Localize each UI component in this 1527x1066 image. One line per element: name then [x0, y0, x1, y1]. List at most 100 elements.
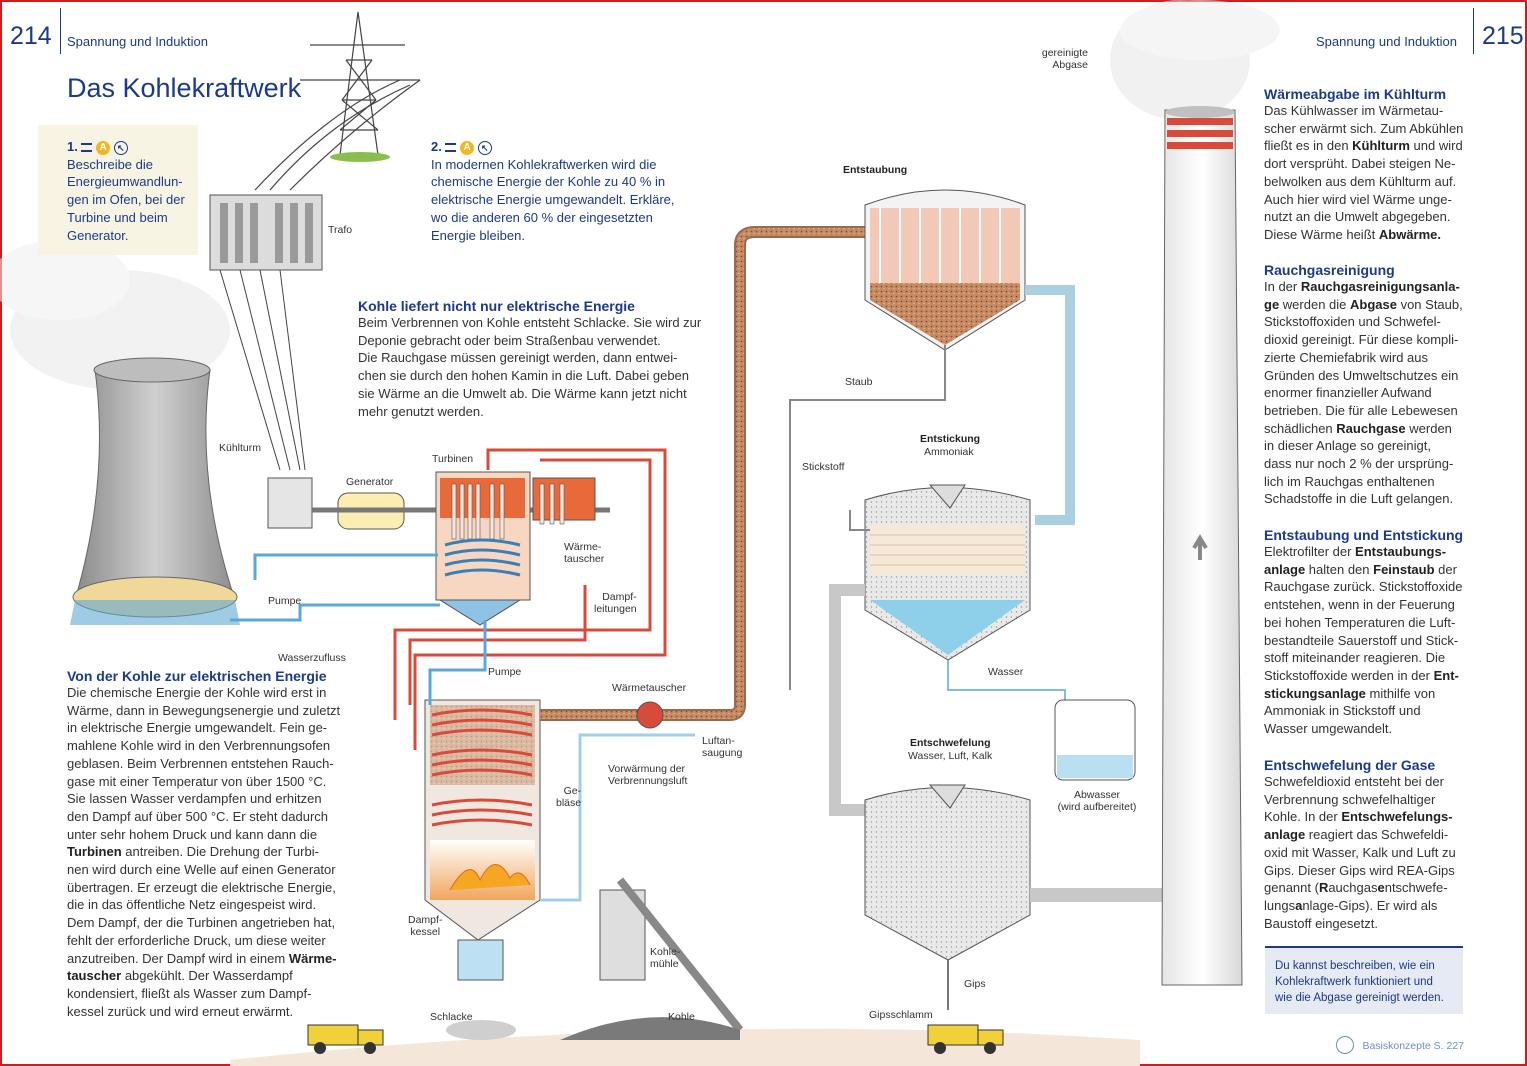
- text-line: In der Rauchgasreinigungsanla-: [1264, 279, 1460, 294]
- label-abwasser: Abwasser(wird aufbereitet): [1055, 789, 1139, 813]
- section-entstaubung-heading: Entstaubung und Entstickung: [1264, 527, 1464, 543]
- text-line: Gips. Dieser Gips wird REA-Gips: [1264, 862, 1455, 878]
- text-line: Elektrofilter der Entstaubungs-: [1264, 544, 1447, 559]
- text-line: belwolken aus dem Kühlturm auf.: [1264, 173, 1457, 189]
- label-line: Abgase: [1052, 59, 1088, 71]
- text-line: oxid mit Wasser, Kalk und Luft zu: [1264, 844, 1456, 860]
- section-energie-heading: Von der Kohle zur elektrischen Energie: [67, 668, 327, 684]
- text-line: lich im Rauchgas enthaltenen: [1264, 473, 1435, 489]
- label-luftansaugung: Luftan-saugung: [702, 735, 742, 759]
- text-line: Rauchgase zurück. Stickstoffoxide: [1264, 579, 1463, 595]
- label-pumpe-1: Pumpe: [268, 595, 302, 607]
- text-line: Die Rauchgase müssen gereinigt werden, d…: [358, 350, 678, 366]
- label-line: Dampf-: [408, 914, 443, 926]
- text-line: Wasser umgewandelt.: [1264, 721, 1393, 737]
- label-gipsschlamm: Gipsschlamm: [869, 1009, 933, 1021]
- label-line: bläse: [556, 797, 582, 809]
- label-line: Luftan-: [702, 735, 735, 747]
- text-line: sie Wärme an die Umwelt ab. Die Wärme ka…: [358, 385, 687, 401]
- label-wasserzufluss: Wasserzufluss: [278, 652, 346, 664]
- summary-line: Du kannst beschreiben, wie ein: [1275, 960, 1435, 972]
- page-number-left: 214: [10, 22, 52, 50]
- cursor-icon: ↖: [477, 140, 492, 155]
- text-line: Schwefeldioxid entsteht bei der: [1264, 774, 1444, 789]
- label-waermetauscher: Wärmetauscher: [612, 682, 687, 694]
- label-line: Vorwärmung der: [608, 763, 686, 775]
- label-turbinen: Turbinen: [432, 453, 474, 465]
- text-line: dass nur noch 2 % der ursprüng-: [1264, 456, 1454, 472]
- text-line: geblasen. Beim Verbrennen entstehen Rauc…: [67, 755, 334, 771]
- running-head-left: Spannung und Induktion: [67, 34, 208, 49]
- text-line: Deponie gebracht oder beim Straßenbau ve…: [358, 332, 661, 348]
- text-line: Die chemische Energie der Kohle wird ers…: [67, 685, 327, 700]
- text-line: scher erwärmt sich. Zum Abkühlen: [1264, 120, 1464, 136]
- task-1-number: 1.: [67, 139, 78, 154]
- text-line: kessel zurück und wird erneut erwärmt.: [67, 1003, 294, 1019]
- label-line: kessel: [410, 926, 441, 938]
- section-rauchgas-body: In der Rauchgasreinigungsanla-ge werden …: [1264, 278, 1484, 508]
- task-2-number: 2.: [431, 139, 442, 154]
- text-line: nutzt an die Umwelt abgegeben.: [1264, 209, 1451, 225]
- text-line: Wärme, dann in Bewegungsenergie und zule…: [67, 702, 341, 718]
- reference-link[interactable]: Basiskonzepte S. 227: [1336, 1036, 1464, 1054]
- label-line: gereinigte: [1041, 47, 1088, 59]
- label-stickstoff: Stickstoff: [802, 461, 845, 473]
- entstickung-unit: [829, 484, 1066, 816]
- text-line: lungsanlage-Gips). Er wird als: [1264, 897, 1438, 913]
- text-line: Verbrennung schwefelhaltiger: [1264, 791, 1436, 807]
- label-line: Wärme-: [564, 541, 602, 553]
- label-gips: Gips: [964, 978, 986, 990]
- task-1-line: Energieumwandlun-: [67, 174, 183, 190]
- label-line: (wird aufbereitet): [1057, 801, 1137, 813]
- label-line: mühle: [650, 958, 679, 970]
- header-divider-right: [1473, 8, 1474, 54]
- reference-text: Basiskonzepte S. 227: [1362, 1040, 1465, 1053]
- label-line: Verbrennungsluft: [608, 775, 688, 787]
- text-line: Ammoniak in Stickstoff und: [1264, 703, 1421, 719]
- task-2-line: Energie bleiben.: [431, 227, 525, 243]
- task-2-line: In modernen Kohlekraftwerken wird die: [431, 156, 657, 172]
- boiler: [424, 699, 541, 981]
- label-generator: Generator: [346, 476, 394, 488]
- text-line: kondensiert, fließt als Wasser zum Dampf…: [67, 985, 312, 1001]
- text-line: mahlene Kohle wird in den Verbrennungsof…: [67, 738, 331, 754]
- label-entschwefelung-sub: Wasser, Luft, Kalk: [908, 750, 993, 762]
- text-line: unter sehr hohem Druck und kann dann die: [67, 826, 318, 842]
- section-kohle-body: Beim Verbrennen von Kohle entsteht Schla…: [358, 314, 718, 420]
- list-icon: [445, 143, 457, 153]
- text-line: Beim Verbrennen von Kohle entsteht Schla…: [358, 315, 702, 330]
- text-line: Schadstoffe in die Luft gelangen.: [1264, 491, 1454, 507]
- label-line: Abwasser: [1073, 789, 1121, 801]
- label-entstickung: Entstickung: [920, 433, 981, 445]
- label-waermetauscher-top: Wärme-tauscher: [564, 541, 604, 565]
- text-line: Diese Wärme heißt Abwärme.: [1264, 226, 1442, 242]
- text-line: zierte Chemiefabrik wird aus: [1264, 349, 1429, 365]
- text-line: enormer finanzieller Aufwand: [1264, 385, 1432, 401]
- truck-left: [307, 1024, 384, 1054]
- text-line: chen sie durch den hohen Kamin in die Lu…: [358, 368, 690, 384]
- label-staub: Staub: [845, 376, 873, 388]
- section-entschwefelung-heading: Entschwefelung der Gase: [1264, 757, 1436, 773]
- text-line: bestandteile Sauerstoff und Stick-: [1264, 632, 1459, 648]
- label-line: Kohle-: [650, 946, 681, 958]
- basiskonzepte-icon: [1336, 1036, 1354, 1054]
- task-2: 2. A ↖ In modernen Kohlekraftwerken wird…: [431, 138, 711, 244]
- section-energie: Von der Kohle zur elektrischen Energie D…: [67, 668, 357, 1020]
- label-line: saugung: [702, 747, 743, 759]
- text-line: Stickstoffoxide werden in der Ent-: [1264, 667, 1459, 683]
- text-line: entstehen, wenn in der Feuerung: [1264, 597, 1455, 613]
- section-kuehlturm: Wärmeabgabe im Kühlturm Das Kühlwasser i…: [1264, 86, 1484, 244]
- text-line: ge werden die Abgase von Staub,: [1264, 296, 1463, 312]
- summary-box: Du kannst beschreiben, wie ein Kohlekraf…: [1265, 946, 1463, 1014]
- text-line: tauscher abgekühlt. Der Wasserdampf: [67, 968, 293, 984]
- level-a-icon: A: [96, 140, 111, 155]
- section-kohle-heading: Kohle liefert nicht nur elektrische Ener…: [358, 298, 635, 314]
- task-1-number-row: 1. A ↖: [67, 138, 198, 156]
- task-2-line: chemische Energie der Kohle zu 40 % in: [431, 174, 666, 190]
- text-line: Baustoff eingesetzt.: [1264, 915, 1378, 931]
- label-wasser: Wasser: [988, 666, 1024, 678]
